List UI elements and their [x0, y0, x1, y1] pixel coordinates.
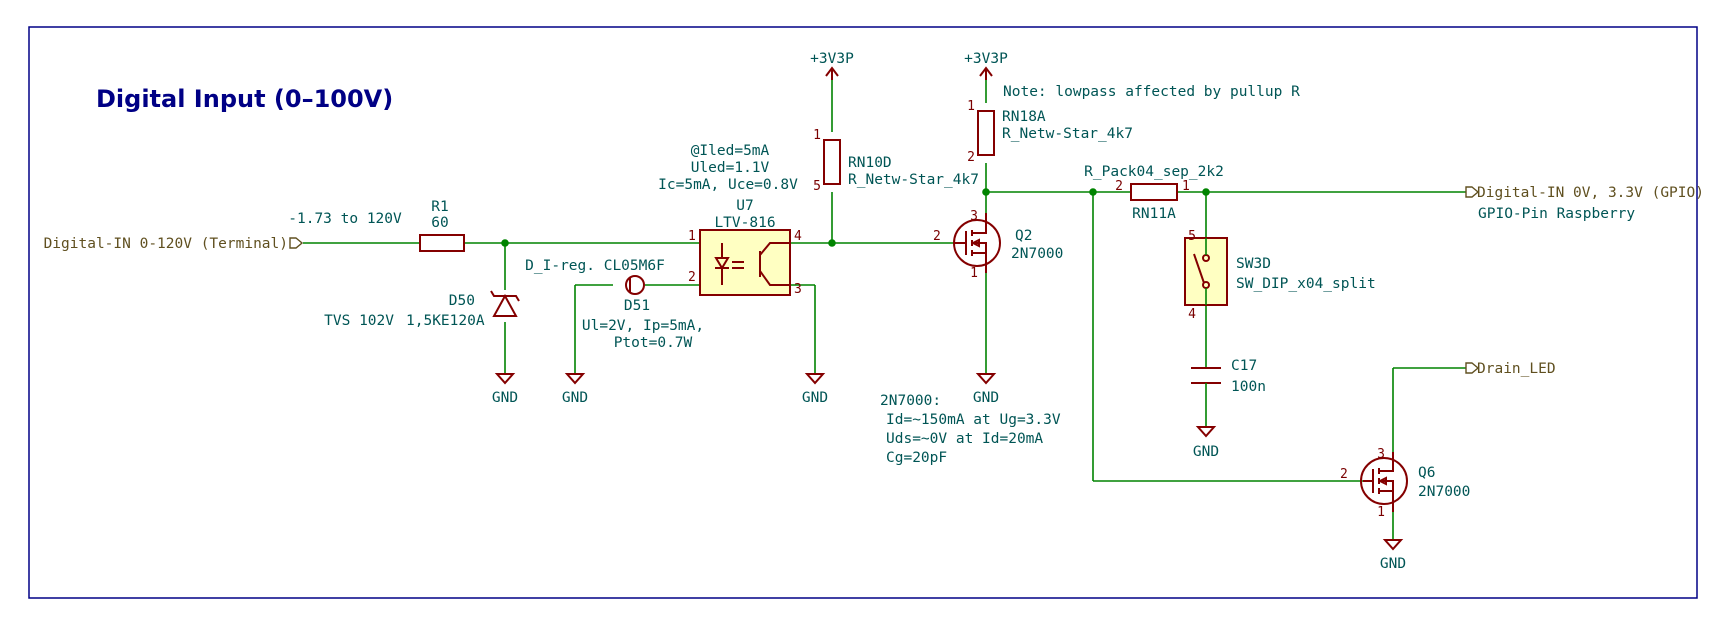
- q2-note-line: Cg=20pF: [886, 450, 947, 466]
- q2-notes: 2N7000: Id=~150mA at Ug=3.3V Uds=~0V at …: [880, 393, 1061, 466]
- mosfet-q2[interactable]: Q2 2N7000 2 3 1: [933, 209, 1063, 281]
- junction-dot: [1089, 188, 1097, 196]
- junction-dot: [828, 239, 836, 247]
- rn11a-pin1: 1: [1182, 179, 1190, 194]
- q6-pin3: 3: [1377, 447, 1385, 462]
- d50-ref: D50: [449, 293, 475, 309]
- d51-spec1: Ul=2V, Ip=5mA,: [582, 318, 704, 334]
- dip-switch-sw3d[interactable]: SW3D SW_DIP_x04_split 5 4: [1184, 229, 1376, 322]
- q2-pin1: 1: [970, 266, 978, 281]
- q6-ref: Q6: [1418, 465, 1435, 481]
- resistor-rn11a[interactable]: R_Pack04_sep_2k2 RN11A 2 1: [1084, 164, 1224, 222]
- u7-spec3: Ic=5mA, Uce=0.8V: [658, 177, 798, 193]
- q2-value: 2N7000: [1011, 246, 1063, 262]
- resistor-rn18a[interactable]: RN18A R_Netw-Star_4k7 1 2: [967, 99, 1133, 165]
- vcc-symbol: +3V3P: [964, 51, 1008, 80]
- sw3d-ref: SW3D: [1236, 256, 1271, 272]
- input-port-label: Digital-IN 0-120V (Terminal): [44, 236, 288, 252]
- gnd-symbol: GND: [1193, 426, 1219, 460]
- q2-pin2: 2: [933, 229, 941, 244]
- q2-pin3: 3: [970, 209, 978, 224]
- vcc-label: +3V3P: [964, 51, 1008, 67]
- capacitor-c17[interactable]: C17 100n: [1191, 358, 1266, 395]
- rn11a-pin2: 2: [1115, 179, 1123, 194]
- vcc-symbol: +3V3P: [810, 51, 854, 80]
- q2-note-line: Uds=~0V at Id=20mA: [886, 431, 1043, 447]
- gnd-symbol: GND: [973, 373, 999, 406]
- gnd-symbol: GND: [492, 373, 518, 406]
- mosfet-q6[interactable]: Q6 2N7000 2 3 1: [1340, 447, 1470, 520]
- r1-ref: R1: [431, 199, 448, 215]
- u7-pin1: 1: [688, 229, 696, 244]
- sw3d-pin4: 4: [1188, 307, 1196, 322]
- q6-pin1: 1: [1377, 505, 1385, 520]
- d50-value: 1,5KE120A: [406, 313, 485, 329]
- gnd-symbol: GND: [1380, 539, 1406, 572]
- rn11a-value: R_Pack04_sep_2k2: [1084, 164, 1224, 180]
- gnd-label: GND: [973, 390, 999, 406]
- q2-note-line: Id=~150mA at Ug=3.3V: [886, 412, 1061, 428]
- pullup-note: Note: lowpass affected by pullup R: [1003, 84, 1300, 100]
- output-port-description: GPIO-Pin Raspberry: [1478, 206, 1635, 222]
- wires: [303, 80, 1466, 540]
- sw3d-pin5: 5: [1188, 229, 1196, 244]
- optocoupler-u7[interactable]: U7 LTV-816 @Iled=5mA Uled=1.1V Ic=5mA, U…: [658, 143, 802, 297]
- resistor-r1[interactable]: R1 60: [419, 199, 465, 252]
- q6-pin2: 2: [1340, 467, 1348, 482]
- resistor-rn10d[interactable]: RN10D R_Netw-Star_4k7 1 5: [813, 128, 979, 194]
- rn18a-pin2: 2: [967, 150, 975, 165]
- vcc-label: +3V3P: [810, 51, 854, 67]
- d51-value: D_I-reg. CL05M6F: [525, 258, 665, 274]
- rn10d-pin5: 5: [813, 179, 821, 194]
- u7-pin4: 4: [794, 229, 802, 244]
- u7-ref: U7: [736, 198, 753, 214]
- d50-desc: TVS 102V: [324, 313, 394, 329]
- rn10d-ref: RN10D: [848, 155, 892, 171]
- gnd-label: GND: [802, 390, 828, 406]
- rn18a-ref: RN18A: [1002, 109, 1046, 125]
- u7-value: LTV-816: [714, 215, 775, 231]
- r1-value: 60: [431, 215, 448, 231]
- d51-ref: D51: [624, 298, 650, 314]
- u7-spec1: @Iled=5mA: [691, 143, 770, 159]
- current-regulator-d51[interactable]: D_I-reg. CL05M6F D51 Ul=2V, Ip=5mA, Ptot…: [525, 258, 704, 351]
- rn11a-ref: RN11A: [1132, 206, 1176, 222]
- gnd-label: GND: [492, 390, 518, 406]
- input-range-label: -1.73 to 120V: [288, 211, 402, 227]
- u7-pin3: 3: [794, 282, 802, 297]
- drain-led-port-label: Drain_LED: [1477, 361, 1556, 377]
- input-port[interactable]: Digital-IN 0-120V (Terminal): [44, 236, 304, 252]
- tvs-diode-d50[interactable]: D50 TVS 102V 1,5KE120A: [324, 290, 520, 329]
- sw3d-value: SW_DIP_x04_split: [1236, 276, 1376, 292]
- u7-pin2: 2: [688, 270, 696, 285]
- sheet-border: [28, 26, 1698, 599]
- rn10d-value: R_Netw-Star_4k7: [848, 172, 979, 188]
- rn18a-value: R_Netw-Star_4k7: [1002, 126, 1133, 142]
- output-port[interactable]: Digital-IN 0V, 3.3V (GPIO) GPIO-Pin Rasp…: [1465, 185, 1704, 222]
- junction-dot: [501, 239, 509, 247]
- q2-ref: Q2: [1015, 228, 1032, 244]
- gnd-label: GND: [1193, 444, 1219, 460]
- gnd-symbol: GND: [802, 373, 828, 406]
- gnd-label: GND: [1380, 556, 1406, 572]
- junction-dot: [982, 188, 990, 196]
- schematic-title: Digital Input (0–100V): [96, 85, 393, 113]
- gnd-label: GND: [562, 390, 588, 406]
- drain-led-port[interactable]: Drain_LED: [1465, 361, 1556, 377]
- junction-dot: [1202, 188, 1210, 196]
- c17-value: 100n: [1231, 379, 1266, 395]
- d51-spec2: Ptot=0.7W: [614, 335, 693, 351]
- gnd-symbol: GND: [562, 373, 588, 406]
- output-port-label: Digital-IN 0V, 3.3V (GPIO): [1477, 185, 1704, 201]
- rn18a-pin1: 1: [967, 99, 975, 114]
- q2-note-line: 2N7000:: [880, 393, 941, 409]
- rn10d-pin1: 1: [813, 128, 821, 143]
- u7-spec2: Uled=1.1V: [691, 160, 770, 176]
- q6-value: 2N7000: [1418, 484, 1470, 500]
- c17-ref: C17: [1231, 358, 1257, 374]
